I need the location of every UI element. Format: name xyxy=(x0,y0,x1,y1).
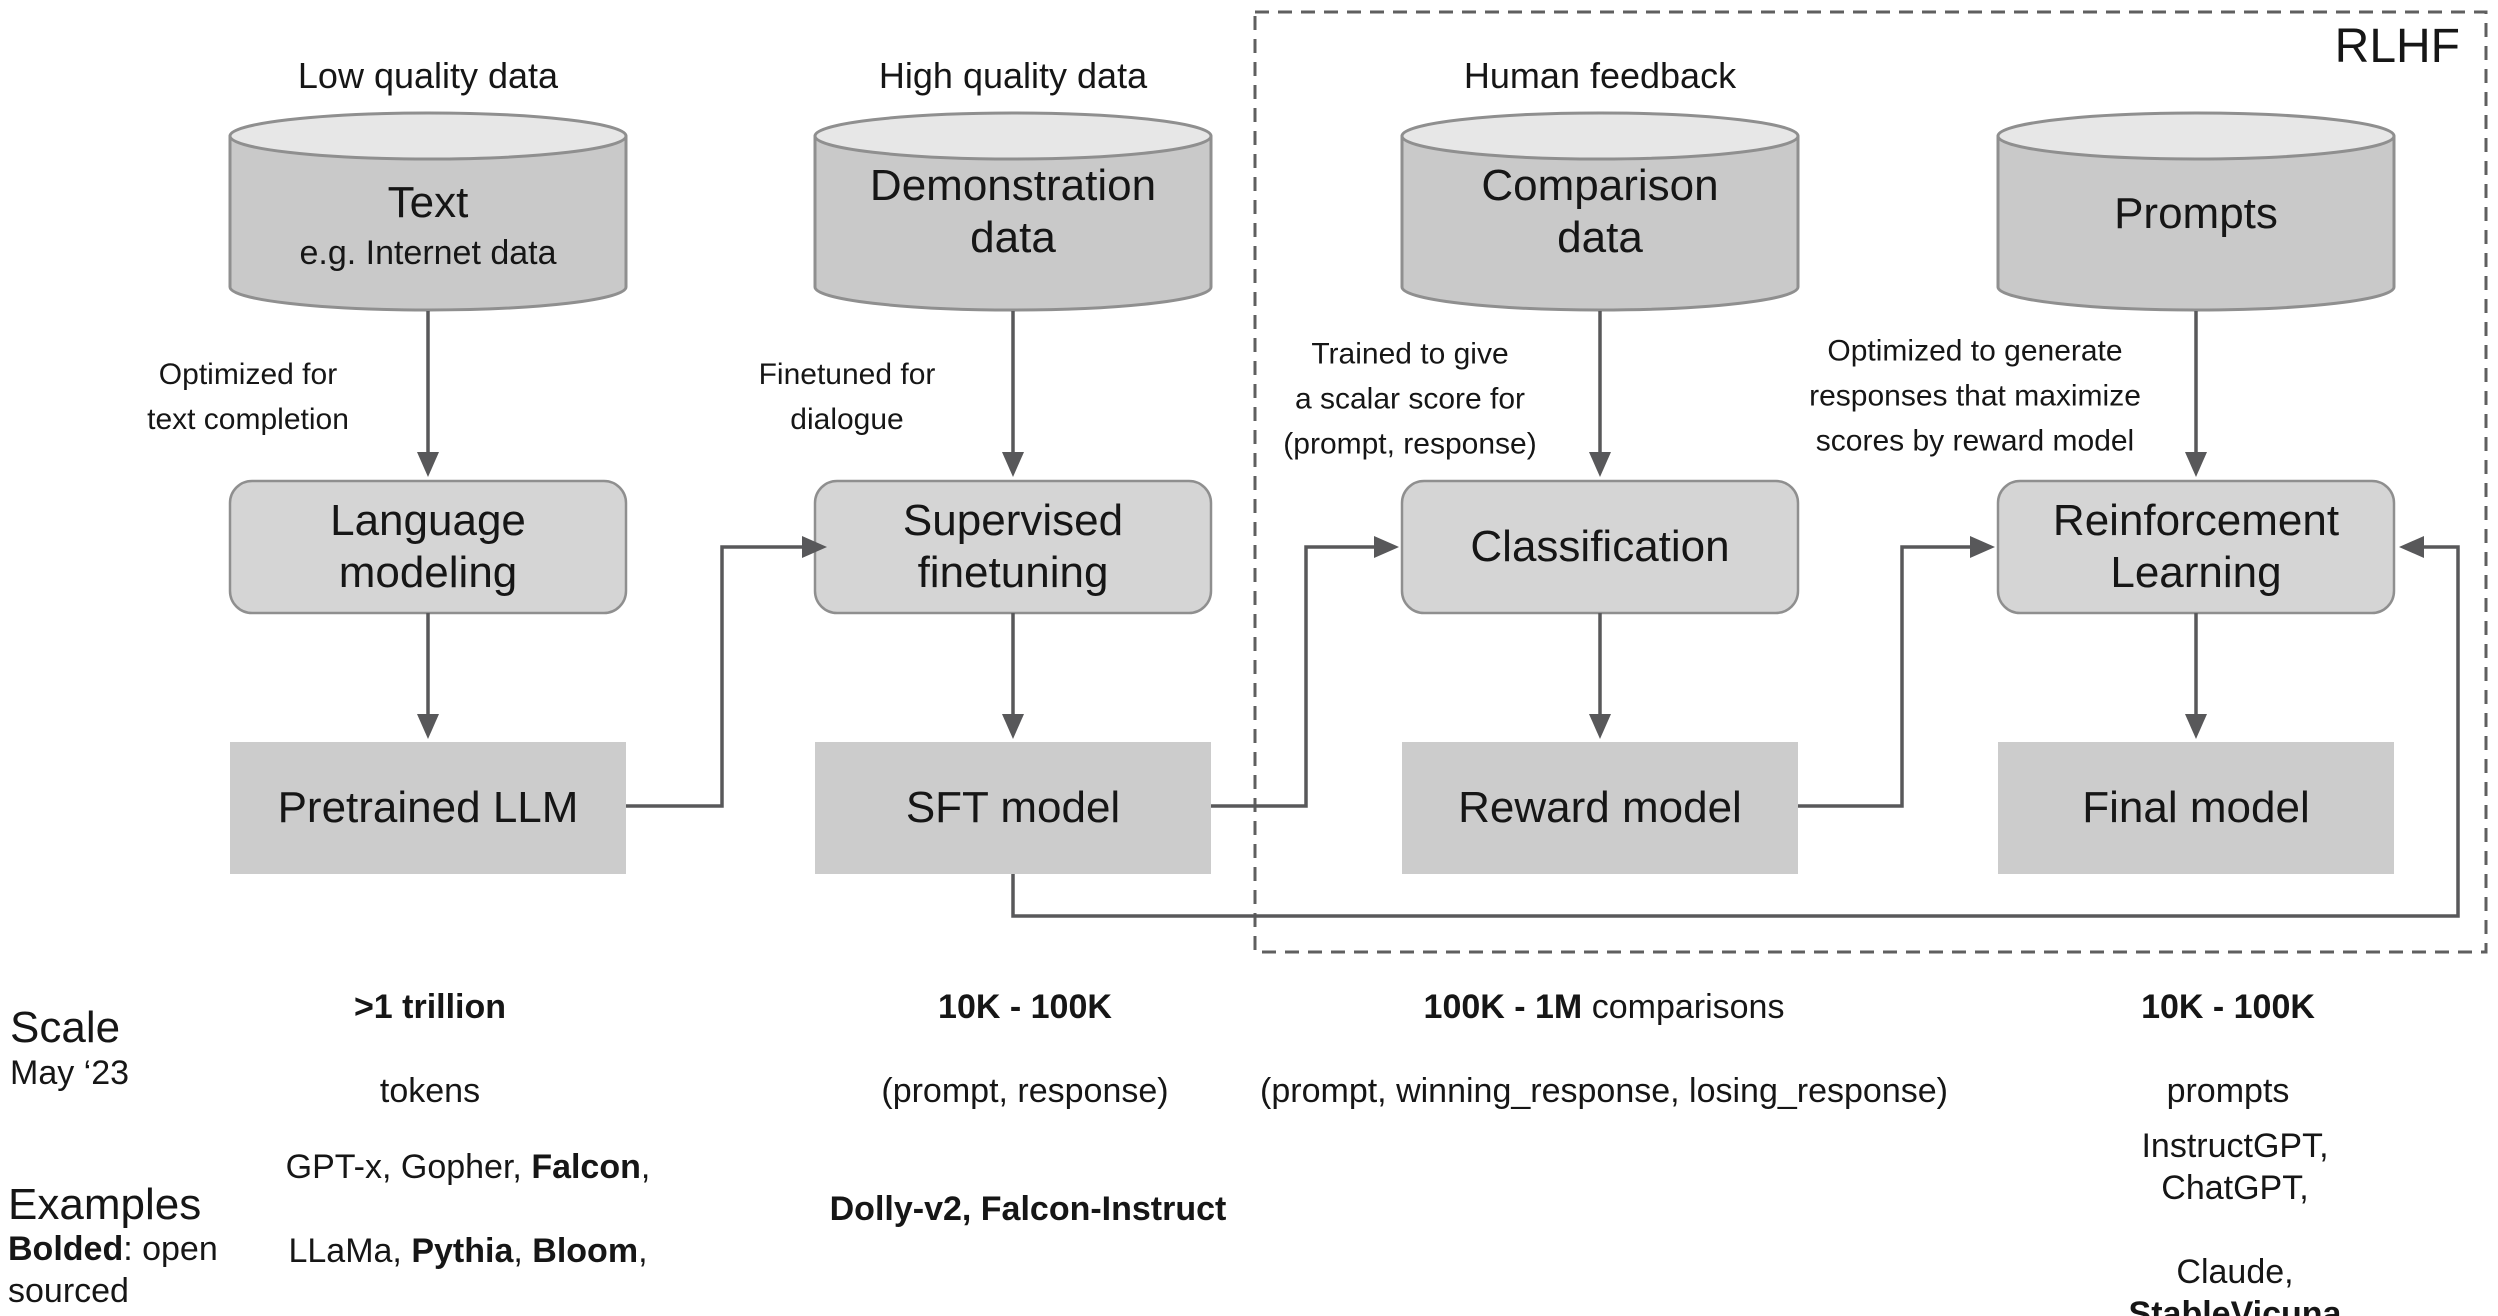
heading-low-quality-data: Low quality data xyxy=(297,55,559,96)
final-model-label: Final model xyxy=(2082,783,2310,832)
model-boxes xyxy=(230,742,2394,874)
arrow-pretrained-to-sft xyxy=(626,545,802,808)
arrow-sftmodel-to-classification xyxy=(1211,545,1374,808)
scale-row-title: Scale xyxy=(10,1003,121,1052)
rlhf-label: RLHF xyxy=(2334,20,2460,73)
scale-reward-value: 100K - 1M comparisons xyxy=(1423,988,1785,1026)
examples-rlhf-line: InstructGPT, ChatGPT, xyxy=(2141,1127,2329,1207)
reinforcement-learning-label: Reinforcement Learning xyxy=(2052,496,2340,597)
scale-reward: 100K - 1M comparisons (prompt, winning_r… xyxy=(1260,944,1948,1154)
heading-human-feedback: Human feedback xyxy=(1463,55,1737,96)
pretrained-llm-box xyxy=(230,742,626,874)
arrow-reward-to-rl xyxy=(1798,545,1970,808)
scale-sft-unit: (prompt, response) xyxy=(881,1072,1169,1110)
comparison-data-cylinder xyxy=(1400,111,1800,312)
examples-row-note: Bolded: open sourced xyxy=(8,1230,218,1310)
sft-model-label: SFT model xyxy=(905,783,1121,832)
language-modeling-label: Language modeling xyxy=(330,496,526,597)
classification-label: Classification xyxy=(1470,522,1730,571)
examples-pretraining: GPT-x, Gopher, Falcon, LLaMa, Pythia, Bl… xyxy=(286,1104,651,1316)
text-cylinder-title: Text xyxy=(387,178,469,227)
scale-pretraining-unit: tokens xyxy=(379,1072,481,1110)
examples-sft-line: Dolly-v2, Falcon-Instruct xyxy=(829,1190,1227,1228)
examples-rlhf: InstructGPT, ChatGPT, Claude, StableVicu… xyxy=(2104,1083,2367,1316)
prompts-cylinder-title: Prompts xyxy=(2114,189,2278,238)
scale-sft-value: 10K - 100K xyxy=(938,988,1112,1026)
comparison-cylinder-title: Comparison data xyxy=(1481,161,1719,262)
reward-model-label: Reward model xyxy=(1458,783,1742,832)
demonstration-data-cylinder xyxy=(813,111,1213,312)
database-cylinders xyxy=(228,111,2396,312)
pretrained-llm-label: Pretrained LLM xyxy=(277,783,579,832)
scale-sft: 10K - 100K (prompt, response) xyxy=(881,944,1168,1154)
scale-row-subtitle: May ‘23 xyxy=(10,1054,130,1092)
examples-pretraining-line: GPT-x, Gopher, Falcon, xyxy=(285,1148,651,1186)
prompts-cylinder xyxy=(1996,111,2396,312)
annotation-scalar-score: Trained to give a scalar score for (prom… xyxy=(1283,337,1537,461)
scale-rl-unit: prompts xyxy=(2166,1072,2290,1110)
annotation-maximize-reward: Optimized to generate responses that max… xyxy=(1809,334,2141,458)
text-cylinder-subtitle: e.g. Internet data xyxy=(299,234,557,272)
supervised-finetuning-label: Supervised finetuning xyxy=(902,496,1124,597)
annotation-optimized-text-completion: Optimized for text completion xyxy=(147,358,349,436)
arrow-sftmodel-feedback-to-rl xyxy=(1011,545,2460,918)
scale-reward-unit: (prompt, winning_response, losing_respon… xyxy=(1260,1072,1948,1110)
arrows xyxy=(426,311,2460,918)
scale-rl-value: 10K - 100K xyxy=(2141,988,2315,1026)
scale-rl: 10K - 100K prompts xyxy=(2141,944,2315,1154)
text-data-cylinder xyxy=(228,111,628,312)
final-model-box xyxy=(1998,742,2394,874)
arrowheads xyxy=(417,452,2424,739)
rlhf-dashed-box xyxy=(1253,10,2488,954)
reward-model-box xyxy=(1402,742,1798,874)
sft-model-box xyxy=(815,742,1211,874)
demonstration-cylinder-title: Demonstration data xyxy=(869,161,1157,262)
examples-row-title: Examples xyxy=(8,1180,202,1229)
scale-pretraining: >1 trillion tokens xyxy=(354,944,506,1154)
examples-rlhf-line: Claude, StableVicuna xyxy=(2128,1253,2342,1316)
examples-sft: Dolly-v2, Falcon-Instruct xyxy=(830,1146,1227,1272)
scale-pretraining-value: >1 trillion xyxy=(353,988,507,1026)
annotation-finetuned-dialogue: Finetuned for dialogue xyxy=(758,358,936,436)
examples-pretraining-line: LLaMa, Pythia, Bloom, xyxy=(288,1232,648,1270)
heading-high-quality-data: High quality data xyxy=(878,55,1148,96)
process-boxes xyxy=(228,479,2396,615)
